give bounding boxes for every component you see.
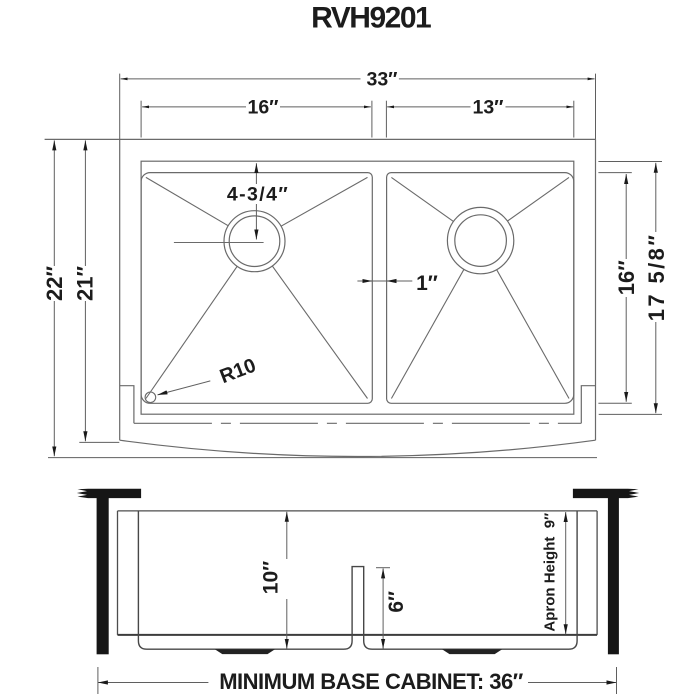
svg-text:33″: 33″ — [366, 68, 397, 90]
svg-text:16″: 16″ — [247, 96, 278, 118]
svg-text:21″: 21″ — [72, 266, 97, 301]
svg-text:1″: 1″ — [416, 272, 438, 295]
svg-text:22″: 22″ — [42, 266, 67, 301]
svg-text:16″: 16″ — [614, 260, 639, 295]
svg-text:MINIMUM BASE CABINET: 36″: MINIMUM BASE CABINET: 36″ — [219, 669, 524, 694]
svg-text:Apron Height 9″: Apron Height 9″ — [542, 513, 559, 632]
svg-text:RVH9201: RVH9201 — [311, 1, 431, 34]
svg-text:13″: 13″ — [472, 96, 503, 118]
svg-text:4-3/4″: 4-3/4″ — [227, 184, 289, 206]
svg-text:10″: 10″ — [259, 561, 282, 594]
svg-text:17 5/8″: 17 5/8″ — [644, 233, 669, 322]
svg-text:6″: 6″ — [385, 591, 408, 613]
